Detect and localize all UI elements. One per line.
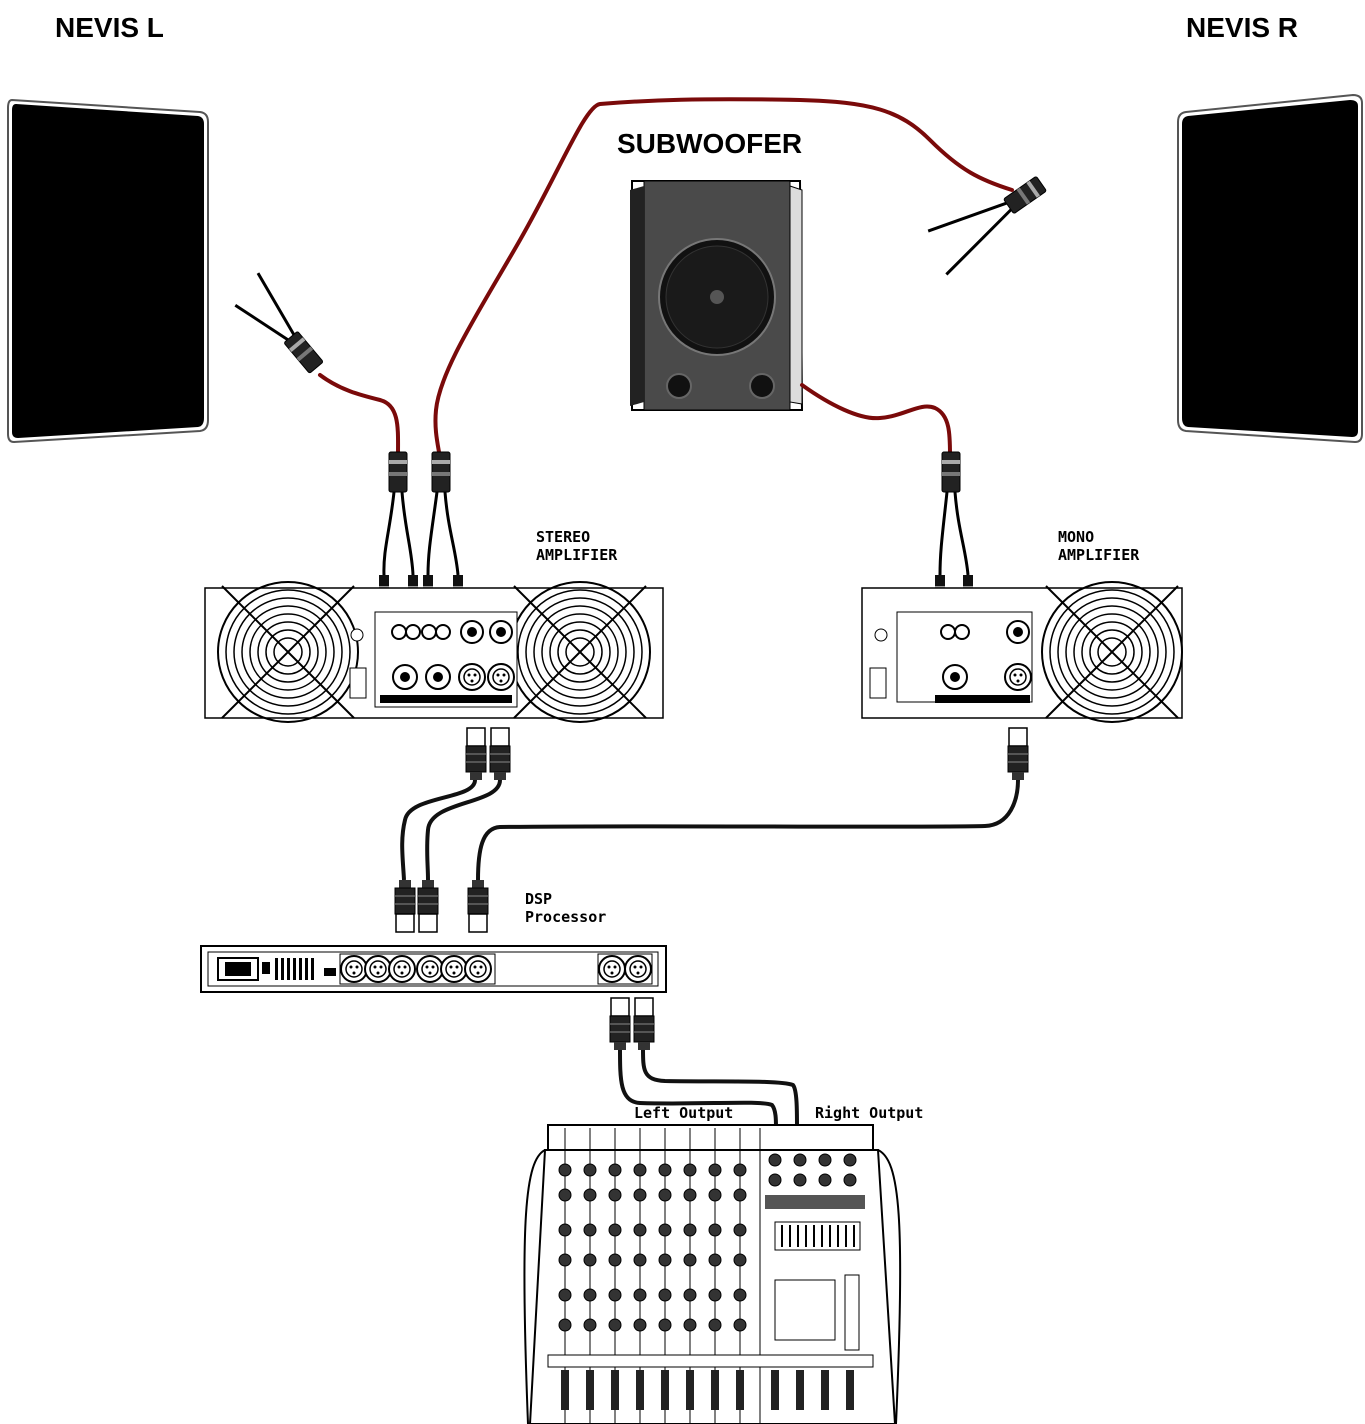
cable-subwoofer <box>800 383 952 457</box>
dsp-processor-label-line1: DSP <box>525 890 553 908</box>
banana-plug-left-speaker <box>234 272 324 374</box>
speaker-left <box>7 98 209 444</box>
xlr-plug-mono-amp <box>1007 727 1029 781</box>
cable-right-speaker <box>433 97 1014 460</box>
mixer-console <box>523 1124 902 1424</box>
stereo-amplifier-label-line1: STEREO <box>536 528 591 546</box>
xlr-plugs-dsp-in <box>609 997 655 1051</box>
speaker-right-label: NEVIS R <box>1186 12 1299 43</box>
mono-amplifier-label-line2: AMPLIFIER <box>1058 546 1140 564</box>
right-output-label: Right Output <box>815 1104 924 1122</box>
stereo-amplifier-label: STEREO AMPLIFIER <box>536 528 617 564</box>
left-output-label: Left Output <box>634 1104 734 1122</box>
mono-amplifier-label-line1: MONO <box>1058 528 1095 546</box>
dsp-processor <box>200 945 667 993</box>
subwoofer-cabinet <box>630 180 804 411</box>
stereo-amplifier-label-line2: AMPLIFIER <box>536 546 618 564</box>
speaker-cables <box>318 97 1014 460</box>
cable-left-speaker <box>318 373 401 457</box>
dsp-processor-label-line2: Processor <box>525 908 607 926</box>
subwoofer-label: SUBWOOFER <box>617 128 803 159</box>
mono-amplifier-label: MONO AMPLIFIER <box>1058 528 1139 564</box>
mono-amp-leads <box>934 451 974 610</box>
stereo-amp-leads <box>378 451 464 610</box>
speaker-right <box>1177 93 1363 444</box>
xlr-plugs-dsp-out <box>394 879 489 933</box>
stereo-amplifier <box>204 581 664 723</box>
speaker-left-label: NEVIS L <box>55 12 164 43</box>
dsp-processor-label: DSP Processor <box>525 890 606 926</box>
mono-amplifier <box>861 581 1183 723</box>
xlr-plugs-stereo-amp <box>465 727 511 781</box>
xlr-cables <box>400 779 1020 1129</box>
banana-plug-right-speaker <box>927 175 1048 276</box>
